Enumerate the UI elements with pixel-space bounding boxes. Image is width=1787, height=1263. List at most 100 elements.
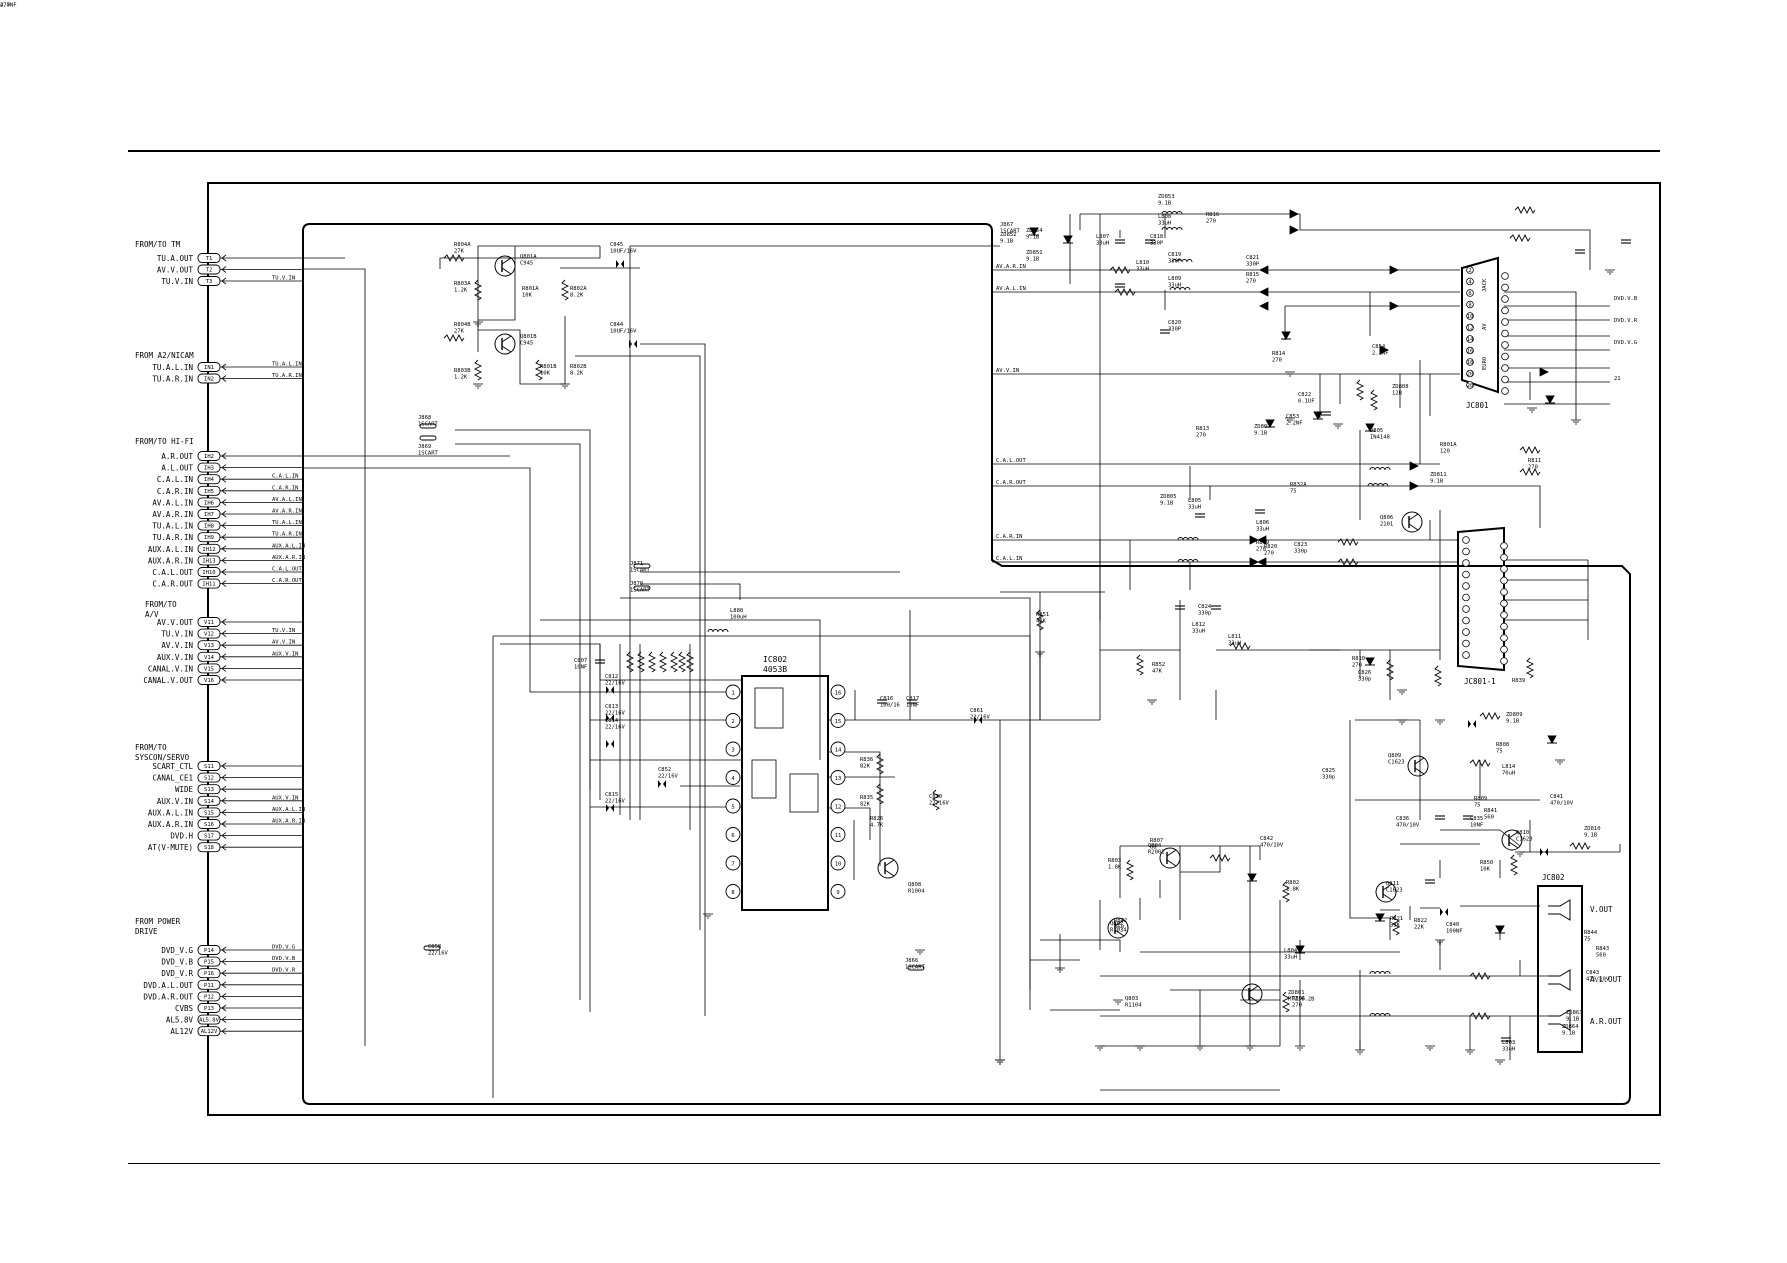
- component-ref: R803B: [454, 368, 471, 374]
- signal-arrow: [1539, 367, 1549, 377]
- component-ref: R808: [1496, 742, 1509, 748]
- pin-number: IH11: [202, 582, 215, 588]
- signal-arrow: [1249, 557, 1259, 567]
- component-value: 8.2K: [570, 371, 584, 377]
- jc802-a-l-out: A.L.OUT: [1590, 975, 1622, 984]
- pin-arrow: [221, 820, 227, 828]
- signal-arrow: [1389, 301, 1399, 311]
- pin-net-label: C.A.L.OUT: [272, 567, 302, 573]
- pin-arrow: [221, 774, 227, 781]
- component-value: 9.1B: [1158, 201, 1172, 207]
- ic-pin: [830, 770, 846, 785]
- pin-arrow: [221, 510, 227, 518]
- zener-symbol: [1063, 235, 1073, 244]
- zener-symbol: [1247, 873, 1257, 882]
- pin-number: S11: [204, 764, 214, 770]
- pin-arrow: [221, 557, 227, 564]
- component-ref: R842: [1114, 918, 1127, 924]
- resistor-symbol: [636, 651, 646, 673]
- component-ref: R803: [1108, 858, 1121, 864]
- jc801-ref: JC801: [1466, 401, 1489, 410]
- net-label: DVD.V.R: [1614, 318, 1638, 324]
- pin-label: AUX.V.IN: [157, 797, 193, 806]
- pin-arrow: [221, 254, 227, 262]
- pin-net-label: C.A.L.IN: [272, 474, 299, 480]
- component-value: 330p: [1358, 677, 1371, 683]
- pin-number: IH4: [204, 477, 215, 483]
- pin-number: V13: [204, 643, 214, 649]
- pin-label: AV.V.IN: [161, 641, 193, 650]
- pin-arrow: [221, 641, 227, 649]
- group-title: DRIVE: [135, 927, 158, 936]
- ic-pin: [725, 827, 741, 842]
- ic-pin-number: 4: [731, 776, 735, 782]
- group-title: SYSCON/SERVO: [135, 753, 190, 762]
- component-value: 22/16V: [605, 711, 626, 717]
- jumper-symbol: [633, 585, 651, 591]
- component-ref: C825: [1322, 768, 1335, 774]
- jack-pin-number: 10: [1467, 314, 1474, 320]
- component-value: 8.2K: [570, 293, 584, 299]
- inductor-symbol: [1369, 467, 1391, 471]
- pin-net-label: AV.A.L.IN: [272, 497, 302, 503]
- component-ref: J869: [418, 444, 431, 450]
- pin-label: TU.A.R.IN: [152, 375, 193, 384]
- resistor-symbol: [875, 753, 885, 775]
- net-label: DVD.V.G: [1614, 340, 1637, 346]
- ground-symbol: [1285, 417, 1295, 423]
- component-value: 9.1B: [1566, 1017, 1580, 1023]
- resistor-symbol: [534, 359, 544, 381]
- pin-arrow: [221, 452, 227, 460]
- jack-pin: [1466, 300, 1474, 309]
- component-ref: C858: [428, 944, 441, 950]
- jack-pin: [1462, 547, 1470, 556]
- pin-arrow: [221, 762, 227, 770]
- jack-pin: [1501, 375, 1509, 384]
- component-ref: R844: [1584, 930, 1598, 936]
- wire: [640, 343, 706, 1016]
- component-value: 330P: [1168, 259, 1182, 265]
- signal-arrow: [1259, 265, 1269, 275]
- component-value: 1SCART: [418, 422, 439, 428]
- pin-arrow: [221, 522, 227, 529]
- component-value: 470/10V: [1260, 843, 1284, 849]
- component-value: 560: [1484, 815, 1494, 821]
- component-ref: L814: [1502, 764, 1516, 770]
- jack-pin: [1500, 599, 1508, 608]
- jc802: JC802 V.OUT A.L.OUT A.R.OUT: [1537, 873, 1622, 1053]
- component-value: 33uH: [1158, 221, 1171, 227]
- component-ref: ZD811: [1430, 472, 1447, 478]
- pin-label: C.A.L.OUT: [152, 568, 193, 577]
- component-ref: R811: [1528, 458, 1541, 464]
- pin-number: V16: [204, 678, 214, 684]
- pin-label: AUX.A.L.IN: [148, 545, 193, 554]
- component-value: 33uH: [1136, 267, 1149, 273]
- wire: [1120, 845, 1181, 920]
- resistor-symbol: [625, 651, 635, 673]
- pin-number: S16: [204, 822, 214, 828]
- component-ref: C817: [906, 696, 919, 702]
- ground-symbol: [1035, 651, 1045, 657]
- component-value: 330p: [1198, 611, 1211, 617]
- pin-arrow: [221, 266, 227, 273]
- ground-symbol: [1195, 1045, 1205, 1051]
- group-title: A/V: [145, 610, 159, 619]
- pin-net-label: AUX.A.L.IN: [272, 543, 305, 549]
- component-value: 270: [1292, 1003, 1302, 1009]
- component-value: 270: [1206, 219, 1216, 225]
- pin-arrow: [221, 545, 227, 553]
- resistor-symbol: [1135, 654, 1145, 676]
- jack-pin: [1466, 266, 1474, 274]
- component-ref: L812: [1192, 622, 1205, 628]
